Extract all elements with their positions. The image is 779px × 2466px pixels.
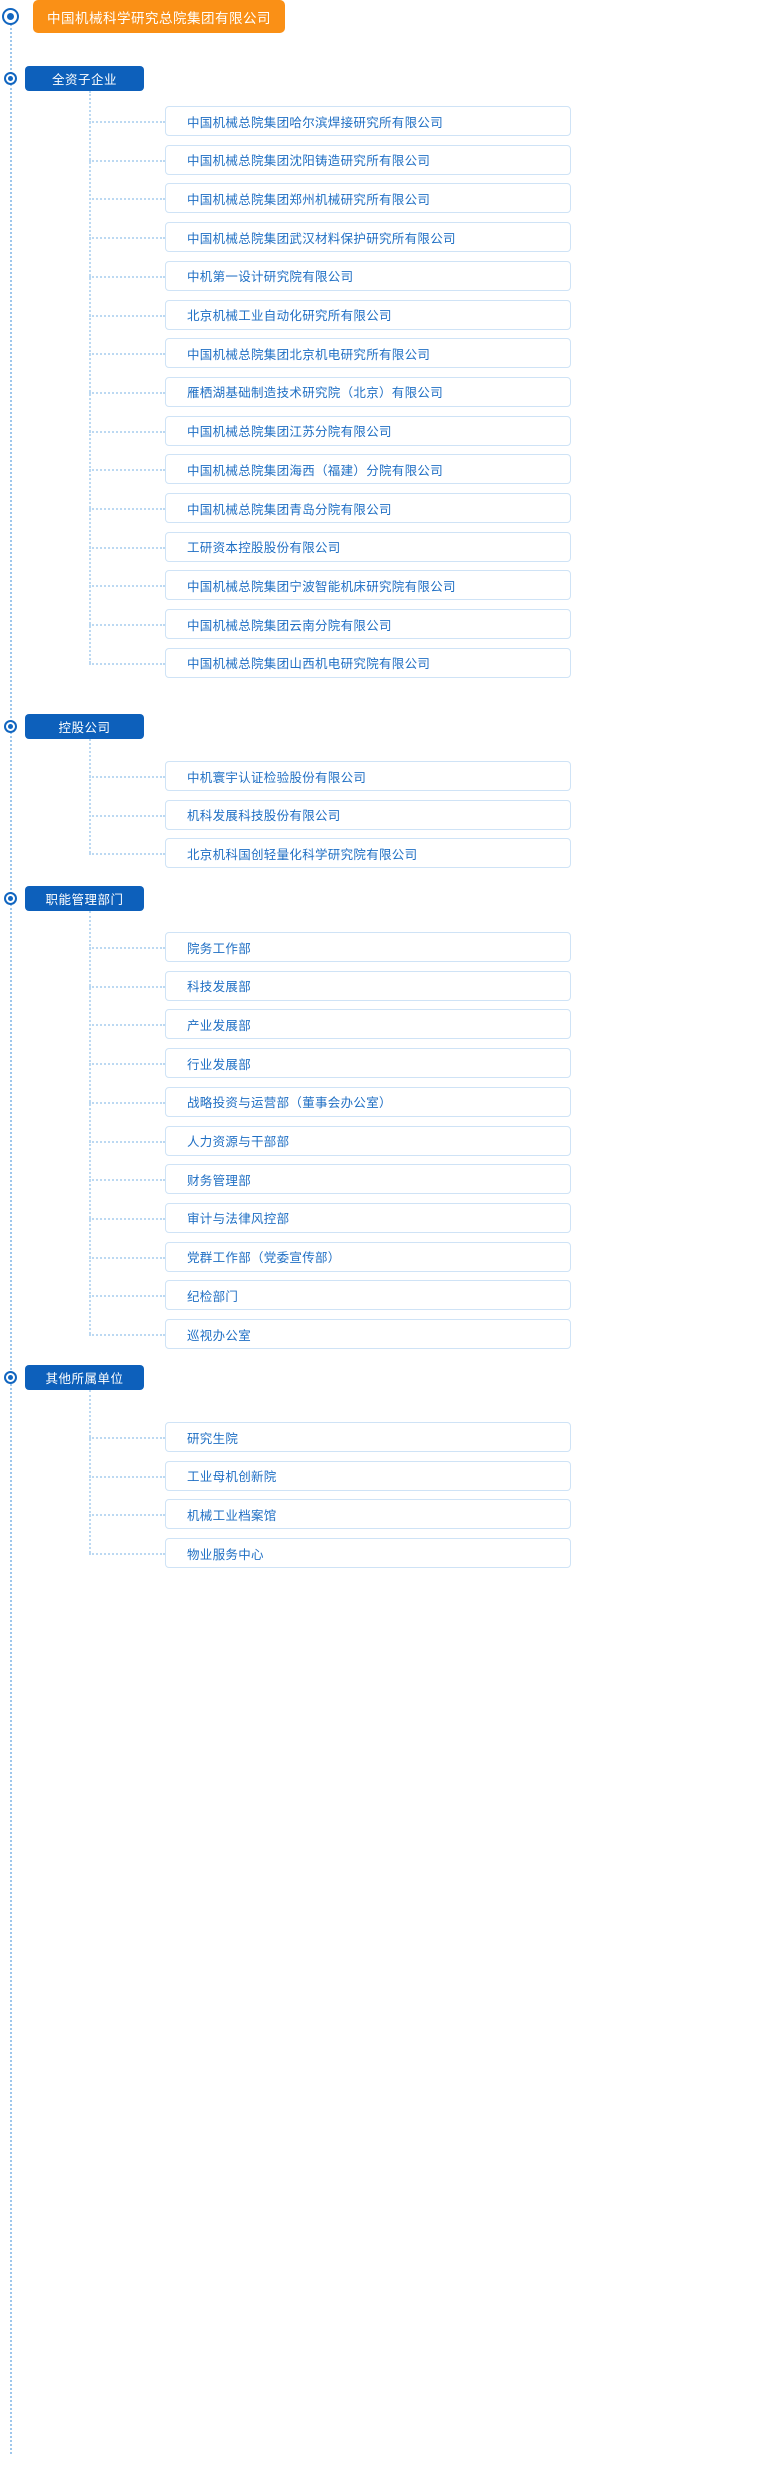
leaf-connector <box>89 275 165 278</box>
group-trunk-4 <box>89 1390 91 1554</box>
leaf-connector <box>89 1024 165 1027</box>
leaf-connector <box>89 1140 165 1143</box>
leaf-node[interactable]: 中机第一设计研究院有限公司 <box>165 260 571 291</box>
leaf-node[interactable]: 物业服务中心 <box>165 1538 571 1569</box>
leaf-node[interactable]: 行业发展部 <box>165 1048 571 1079</box>
group-header-2[interactable]: 控股公司 <box>25 714 144 739</box>
leaf-node[interactable]: 科技发展部 <box>165 970 571 1001</box>
group-header-3[interactable]: 职能管理部门 <box>25 886 144 911</box>
main-spine-connector <box>10 24 12 2454</box>
spine-dot-group-3 <box>4 892 17 905</box>
leaf-node[interactable]: 战略投资与运营部（董事会办公室） <box>165 1086 571 1117</box>
leaf-node[interactable]: 巡视办公室 <box>165 1319 571 1349</box>
leaf-connector <box>89 1437 165 1439</box>
leaf-node[interactable]: 中国机械总院集团宁波智能机床研究院有限公司 <box>165 570 571 601</box>
leaf-node[interactable]: 中国机械总院集团武汉材料保护研究所有限公司 <box>165 222 571 253</box>
group-trunk-1 <box>89 91 91 663</box>
group-header-1[interactable]: 全资子企业 <box>25 66 144 91</box>
spine-dot-group-2 <box>4 720 17 733</box>
leaf-node[interactable]: 审计与法律风控部 <box>165 1202 571 1233</box>
leaf-node[interactable]: 院务工作部 <box>165 932 571 962</box>
leaf-node[interactable]: 雁栖湖基础制造技术研究院（北京）有限公司 <box>165 376 571 407</box>
leaf-connector <box>89 314 165 317</box>
leaf-node[interactable]: 中国机械总院集团青岛分院有限公司 <box>165 493 571 523</box>
leaf-connector <box>89 391 165 394</box>
leaf-connector <box>89 508 165 510</box>
leaf-node[interactable]: 人力资源与干部部 <box>165 1125 571 1156</box>
leaf-connector <box>89 947 165 949</box>
spine-dot-root <box>2 8 19 25</box>
leaf-node[interactable]: 中国机械总院集团江苏分院有限公司 <box>165 415 571 446</box>
leaf-node[interactable]: 工业母机创新院 <box>165 1460 571 1491</box>
leaf-node[interactable]: 中机寰宇认证检验股份有限公司 <box>165 761 571 791</box>
leaf-connector <box>89 1475 165 1478</box>
leaf-connector <box>89 814 165 817</box>
leaf-connector <box>89 198 165 201</box>
leaf-connector <box>89 1256 165 1259</box>
leaf-connector <box>89 853 165 856</box>
leaf-connector <box>89 1063 165 1066</box>
leaf-connector <box>89 776 165 778</box>
leaf-node[interactable]: 产业发展部 <box>165 1009 571 1040</box>
leaf-node[interactable]: 中国机械总院集团郑州机械研究所有限公司 <box>165 183 571 214</box>
leaf-connector <box>89 1514 165 1517</box>
leaf-node[interactable]: 中国机械总院集团云南分院有限公司 <box>165 609 571 640</box>
leaf-node[interactable]: 党群工作部（党委宣传部） <box>165 1241 571 1272</box>
leaf-connector <box>89 1179 165 1182</box>
leaf-node[interactable]: 北京机械工业自动化研究所有限公司 <box>165 299 571 330</box>
leaf-connector <box>89 121 165 123</box>
leaf-connector <box>89 469 165 472</box>
group-header-4[interactable]: 其他所属单位 <box>25 1365 144 1390</box>
leaf-connector <box>89 585 165 588</box>
leaf-node[interactable]: 中国机械总院集团海西（福建）分院有限公司 <box>165 454 571 485</box>
leaf-connector <box>89 1295 165 1298</box>
leaf-node[interactable]: 研究生院 <box>165 1422 571 1452</box>
leaf-connector <box>89 985 165 988</box>
leaf-node[interactable]: 中国机械总院集团沈阳铸造研究所有限公司 <box>165 144 571 175</box>
leaf-node[interactable]: 北京机科国创轻量化科学研究院有限公司 <box>165 838 571 869</box>
leaf-connector <box>89 546 165 549</box>
leaf-node[interactable]: 纪检部门 <box>165 1280 571 1311</box>
leaf-node[interactable]: 机械工业档案馆 <box>165 1499 571 1530</box>
leaf-connector <box>89 430 165 433</box>
leaf-node[interactable]: 工研资本控股股份有限公司 <box>165 531 571 562</box>
group-trunk-2 <box>89 739 91 854</box>
leaf-connector <box>89 1553 165 1556</box>
spine-dot-group-4 <box>4 1371 17 1384</box>
leaf-connector <box>89 624 165 627</box>
leaf-connector <box>89 353 165 356</box>
leaf-node[interactable]: 中国机械总院集团北京机电研究所有限公司 <box>165 338 571 369</box>
group-trunk-3 <box>89 911 91 1334</box>
leaf-connector <box>89 237 165 240</box>
leaf-connector <box>89 1217 165 1220</box>
leaf-node[interactable]: 中国机械总院集团哈尔滨焊接研究所有限公司 <box>165 106 571 136</box>
spine-dot-group-1 <box>4 72 17 85</box>
leaf-node[interactable]: 财务管理部 <box>165 1164 571 1195</box>
leaf-node[interactable]: 中国机械总院集团山西机电研究院有限公司 <box>165 647 571 678</box>
leaf-node[interactable]: 机科发展科技股份有限公司 <box>165 799 571 830</box>
leaf-connector <box>89 1334 165 1336</box>
leaf-connector <box>89 662 165 665</box>
leaf-connector <box>89 159 165 162</box>
leaf-connector <box>89 1101 165 1104</box>
root-node[interactable]: 中国机械科学研究总院集团有限公司 <box>33 0 285 33</box>
